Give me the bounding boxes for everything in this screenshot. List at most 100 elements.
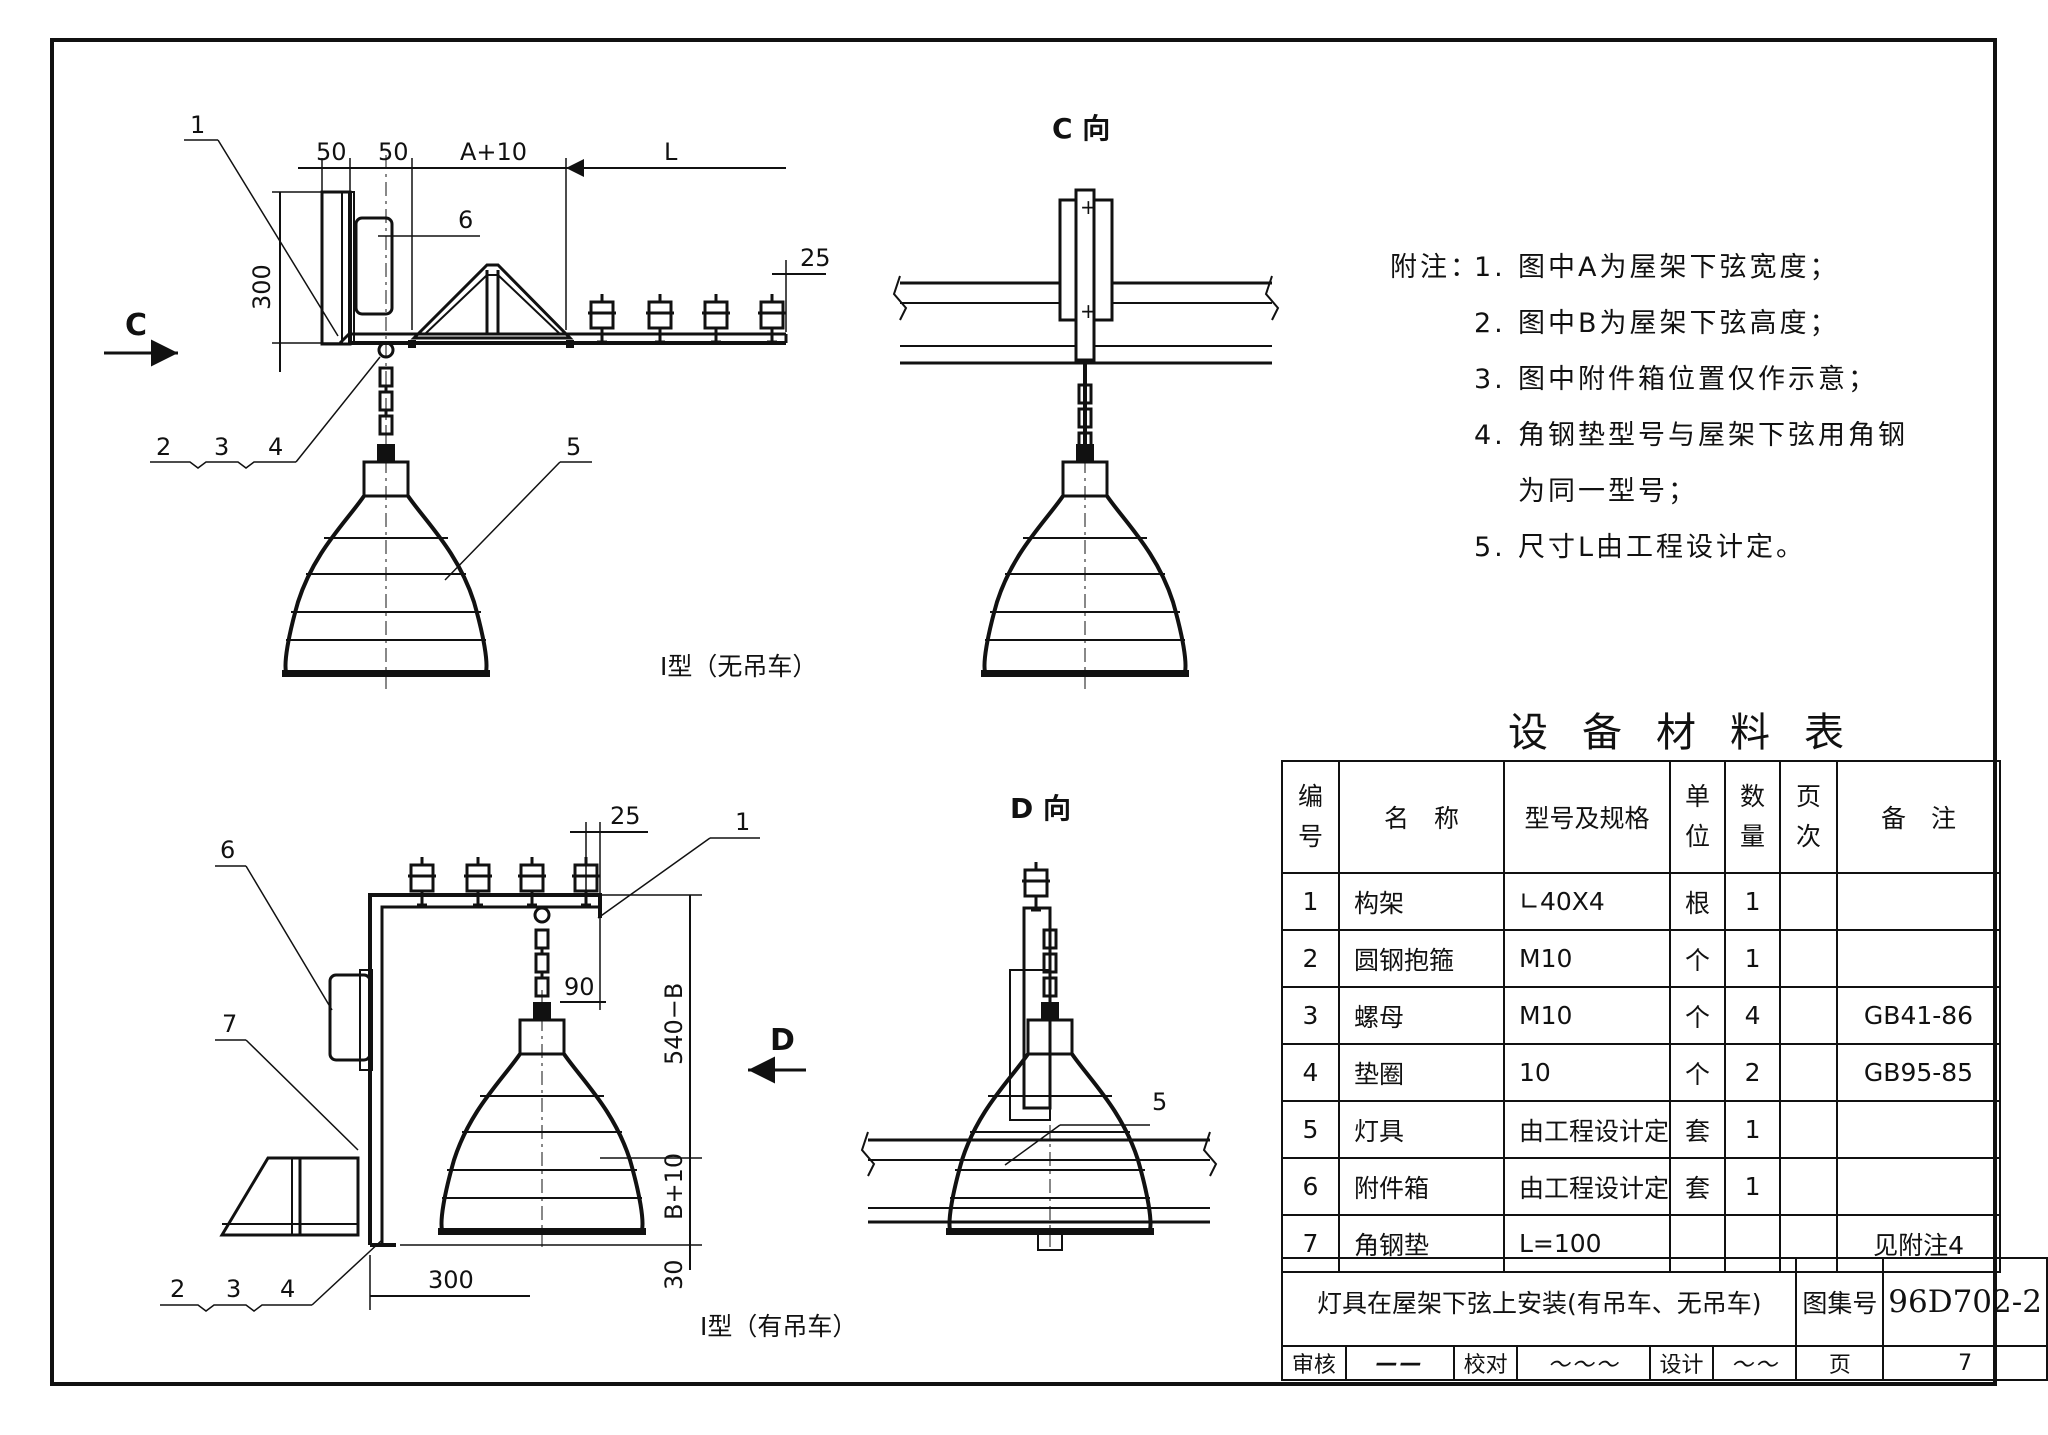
dim-25: 25 bbox=[800, 244, 831, 272]
cell-remark bbox=[1836, 1100, 2002, 1159]
page-number: 7 bbox=[1882, 1345, 2048, 1381]
cell-spec: ∟40X4 bbox=[1502, 872, 1672, 931]
cell-no: 1 bbox=[1281, 872, 1340, 931]
cell-no: 4 bbox=[1281, 1043, 1340, 1102]
cell-remark: GB95-85 bbox=[1836, 1043, 2002, 1102]
page-label: 页 bbox=[1795, 1345, 1885, 1381]
cell-qty: 1 bbox=[1724, 1100, 1782, 1159]
insulator-icon bbox=[1020, 860, 1052, 912]
callout-4: 4 bbox=[268, 433, 283, 461]
cell-name: 垫圈 bbox=[1338, 1043, 1505, 1102]
header-unit: 单位 bbox=[1669, 760, 1727, 874]
cell-name: 附件箱 bbox=[1338, 1157, 1505, 1216]
callout-1: 1 bbox=[190, 111, 205, 139]
note-text: 为同一型号； bbox=[1518, 476, 1698, 507]
dim-25-bottom: 25 bbox=[610, 802, 641, 830]
review-signature: —— bbox=[1344, 1345, 1455, 1381]
cell-qty: 2 bbox=[1724, 1043, 1782, 1102]
atlas-number: 96D702-2 bbox=[1882, 1257, 2048, 1347]
callout-6: 6 bbox=[220, 836, 235, 864]
truss-chord bbox=[410, 263, 574, 340]
type1-caption: Ⅰ型（无吊车） bbox=[660, 652, 817, 681]
note-text: 图中B为屋架下弦高度； bbox=[1518, 308, 1840, 339]
note-num: 2. bbox=[1474, 308, 1506, 339]
callout-7: 7 bbox=[222, 1010, 237, 1038]
cell-spec: 由工程设计定 bbox=[1502, 1157, 1672, 1216]
dim-300-horizontal: 300 bbox=[428, 1266, 474, 1294]
cell-remark bbox=[1836, 872, 2002, 931]
header-name: 名 称 bbox=[1338, 760, 1505, 874]
cell-spec: M10 bbox=[1502, 929, 1672, 988]
note-text: 图中附件箱位置仅作示意； bbox=[1518, 364, 1878, 395]
note-text: 角钢垫型号与屋架下弦用角钢 bbox=[1518, 420, 1908, 451]
c-view: C 向 + + bbox=[892, 112, 1280, 694]
callout-3: 3 bbox=[214, 433, 229, 461]
check-label: 校对 bbox=[1452, 1345, 1519, 1381]
cell-page bbox=[1779, 1100, 1839, 1159]
cell-page bbox=[1779, 929, 1839, 988]
cell-qty: 1 bbox=[1724, 872, 1782, 931]
attachment-box bbox=[354, 216, 394, 316]
notes-heading: 附注： bbox=[1390, 252, 1480, 283]
header-no: 编号 bbox=[1281, 760, 1340, 874]
cell-spec: 由工程设计定 bbox=[1502, 1100, 1672, 1159]
check-signature: ～～～ bbox=[1516, 1345, 1651, 1381]
d-view: D 向 5 bbox=[860, 792, 1218, 1252]
note-num: 3. bbox=[1474, 364, 1506, 395]
callout-5: 5 bbox=[1152, 1088, 1167, 1116]
atlas-label: 图集号 bbox=[1795, 1257, 1885, 1347]
lamp-fixture bbox=[280, 430, 492, 694]
cell-qty: 1 bbox=[1724, 1157, 1782, 1216]
header-qty: 数量 bbox=[1724, 760, 1782, 874]
cell-unit: 套 bbox=[1669, 1100, 1727, 1159]
svg-text:+: + bbox=[1080, 299, 1097, 323]
type1-with-crane-view: 540−B B+10 30 25 90 300 1 6 7 2 3 4 D Ⅰ型… bbox=[160, 802, 857, 1341]
cell-qty: 1 bbox=[1724, 929, 1782, 988]
svg-text:+: + bbox=[1080, 195, 1097, 219]
cell-no: 3 bbox=[1281, 986, 1340, 1045]
materials-table-title: 设备材料表 bbox=[1508, 710, 1878, 756]
dim-540-minus-b: 540−B bbox=[660, 983, 688, 1065]
callout-5: 5 bbox=[566, 433, 581, 461]
cell-page bbox=[1779, 872, 1839, 931]
frame-angle bbox=[368, 893, 602, 1245]
cell-unit: 个 bbox=[1669, 1043, 1727, 1102]
cell-no: 6 bbox=[1281, 1157, 1340, 1216]
type1-no-crane-view: 50 50 A+10 L 25 300 C 1 6 5 2 3 4 Ⅰ型（无吊车… bbox=[104, 111, 831, 694]
dim-50b: 50 bbox=[378, 138, 409, 166]
cell-remark bbox=[1836, 1157, 2002, 1216]
cell-remark: GB41-86 bbox=[1836, 986, 2002, 1045]
cell-unit: 个 bbox=[1669, 986, 1727, 1045]
notes: 附注：1.图中A为屋架下弦宽度； 2.图中B为屋架下弦高度； 3.图中附件箱位置… bbox=[1390, 240, 1990, 576]
cell-page bbox=[1779, 986, 1839, 1045]
title-block: 灯具在屋架下弦上安装(有吊车、无吊车) 图集号 96D702-2 审核 —— 校… bbox=[1280, 1257, 2048, 1381]
cell-remark bbox=[1836, 929, 2002, 988]
callout-2: 2 bbox=[156, 433, 171, 461]
frame-angle bbox=[348, 192, 786, 345]
sheet-border bbox=[50, 38, 1997, 1386]
cell-name: 灯具 bbox=[1338, 1100, 1505, 1159]
dim-b-plus-10: B+10 bbox=[660, 1153, 688, 1220]
c-arrow-label: C bbox=[125, 308, 147, 343]
cell-name: 圆钢抱箍 bbox=[1338, 929, 1505, 988]
lamp-fixture bbox=[944, 988, 1156, 1252]
note-num: 5. bbox=[1474, 532, 1506, 563]
cell-name: 螺母 bbox=[1338, 986, 1505, 1045]
header-page: 页次 bbox=[1779, 760, 1839, 874]
lamp-fixture bbox=[979, 430, 1191, 694]
callout-6: 6 bbox=[458, 206, 473, 234]
note-text: 尺寸L由工程设计定。 bbox=[1518, 532, 1807, 563]
dim-30: 30 bbox=[660, 1259, 688, 1290]
dim-300-vertical: 300 bbox=[248, 264, 276, 310]
drawing-title: 灯具在屋架下弦上安装(有吊车、无吊车) bbox=[1280, 1257, 1798, 1347]
cell-unit: 套 bbox=[1669, 1157, 1727, 1216]
insulator-icon bbox=[406, 855, 438, 907]
chain bbox=[534, 928, 550, 998]
cell-qty: 4 bbox=[1724, 986, 1782, 1045]
